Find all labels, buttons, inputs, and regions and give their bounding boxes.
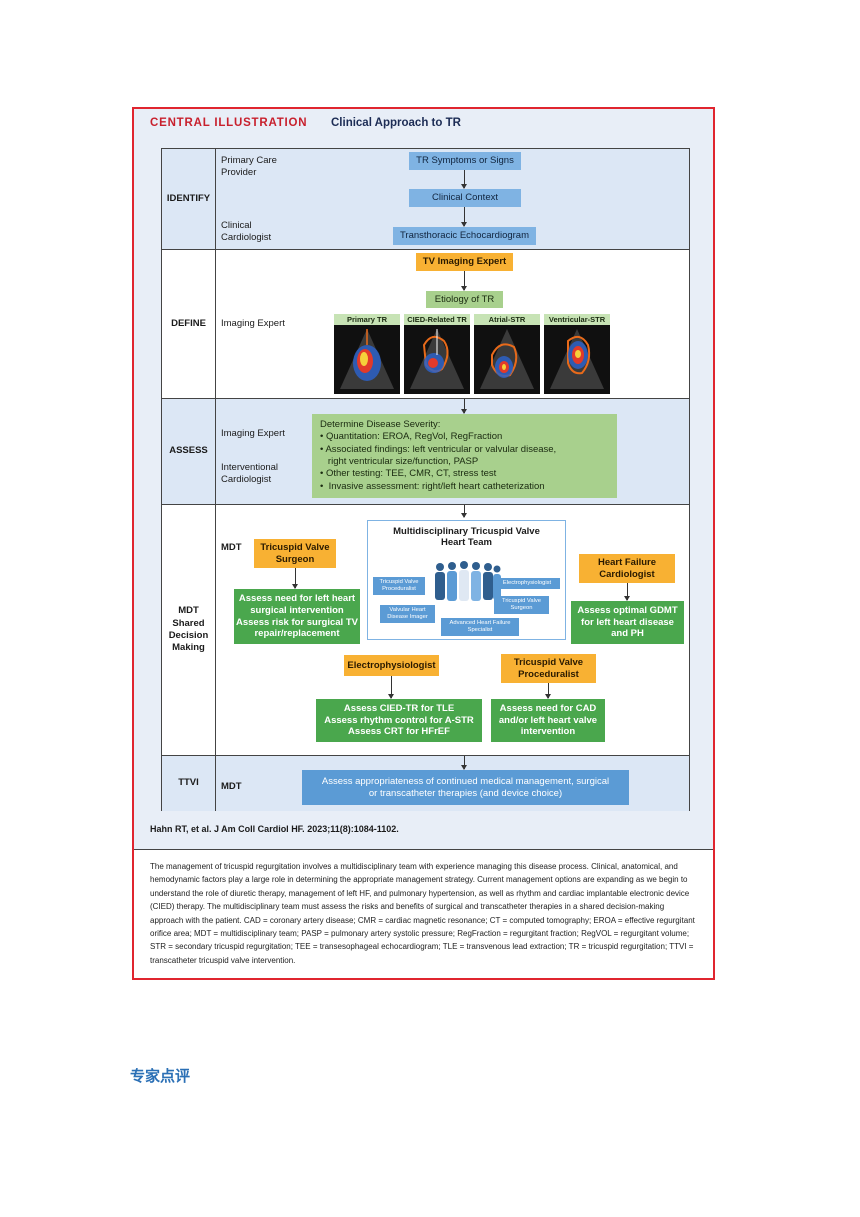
chip-proceduralist: Tricuspid Valve Proceduralist [373,577,425,595]
identify-label: IDENTIFY [162,149,216,249]
flow-diagram: IDENTIFY Primary Care Provider Clinical … [161,148,690,811]
echo-image-ventricular [544,325,610,394]
define-label: DEFINE [162,250,216,398]
tte-box: Transthoracic Echocardiogram [393,227,536,245]
ttvi-label: TTVI [162,756,216,811]
tv-surgeon-box: Tricuspid Valve Surgeon [254,539,336,568]
echo-label-cied: CIED-Related TR [404,314,470,325]
arrow [292,568,298,589]
severity-line-3: • Associated findings: left ventricular … [320,443,557,455]
heart-team-panel: Multidisciplinary Tricuspid Valve Heart … [367,520,566,640]
mdt-role: MDT [221,542,242,553]
interventional-cardiologist-role: Interventional Cardiologist [221,462,279,485]
mdt-row: MDT Shared Decision Making MDT Tricuspid… [162,505,689,756]
hf-cardiologist-box: Heart Failure Cardiologist [579,554,675,583]
surgeon-action-box: Assess need for left heart surgical inte… [234,589,360,644]
ep-action-box: Assess CIED-TR for TLE Assess rhythm con… [316,699,482,742]
chip-electrophysiologist: Electrophysiologist [494,578,560,589]
echo-image-cied [404,325,470,394]
central-illustration-frame: CENTRAL ILLUSTRATION Clinical Approach t… [132,107,715,980]
etiology-box: Etiology of TR [426,291,503,308]
assess-row: ASSESS Imaging Expert Interventional Car… [162,399,689,505]
severity-line-4: right ventricular size/function, PASP [320,456,479,468]
chip-imager: Valvular Heart Disease Imager [380,605,435,623]
proceduralist-box: Tricuspid Valve Proceduralist [501,654,596,683]
echo-panel-atrial: Atrial-STR [474,314,540,394]
arrow [461,207,467,227]
arrow [461,271,467,291]
caption-area: The management of tricuspid regurgitatio… [134,849,713,978]
title-bar: CENTRAL ILLUSTRATION Clinical Approach t… [134,109,713,139]
ttvi-box: Assess appropriateness of continued medi… [302,770,629,805]
mdt-label: MDT Shared Decision Making [162,505,216,755]
arrow [624,583,630,601]
disease-severity-box: Determine Disease Severity: • Quantitati… [312,414,617,498]
chip-surgeon: Tricuspid Valve Surgeon [494,596,549,614]
heart-team-title: Multidisciplinary Tricuspid Valve Heart … [393,526,540,549]
assess-label: ASSESS [162,399,216,504]
arrow [461,756,467,770]
tv-imaging-expert-box: TV Imaging Expert [416,253,513,271]
ttvi-row: TTVI MDT Assess appropriateness of conti… [162,756,689,811]
hf-action-box: Assess optimal GDMT for left heart disea… [571,601,684,644]
chip-hf-specialist: Advanced Heart Failure Specialist [441,618,519,636]
arrow [461,399,467,414]
team-people-icon [435,561,501,601]
echo-label-ventricular: Ventricular-STR [544,314,610,325]
echo-label-atrial: Atrial-STR [474,314,540,325]
primary-care-role: Primary Care Provider [221,155,277,178]
severity-line-5: • Other testing: TEE, CMR, CT, stress te… [320,468,497,480]
ep-box: Electrophysiologist [344,655,439,676]
echo-image-primary [334,325,400,394]
echo-label-primary: Primary TR [334,314,400,325]
severity-line-6: • Invasive assessment: right/left heart … [320,480,545,492]
define-row: DEFINE Imaging Expert TV Imaging Expert … [162,250,689,399]
tr-symptoms-box: TR Symptoms or Signs [409,152,521,170]
illustration-title: Clinical Approach to TR [331,117,461,129]
identify-row: IDENTIFY Primary Care Provider Clinical … [162,149,689,250]
echo-image-atrial [474,325,540,394]
echo-panel-ventricular: Ventricular-STR [544,314,610,394]
clinical-cardiologist-role: Clinical Cardiologist [221,220,272,243]
echo-panel-primary: Primary TR [334,314,400,394]
imaging-expert-role-2: Imaging Expert [221,428,285,439]
citation: Hahn RT, et al. J Am Coll Cardiol HF. 20… [150,824,399,834]
echo-panels: Primary TR CIED-Related TR [334,314,610,394]
arrow [388,676,394,699]
illustration-label: CENTRAL ILLUSTRATION [150,117,308,129]
echo-panel-cied: CIED-Related TR [404,314,470,394]
arrow [461,170,467,189]
severity-line-2: • Quantitation: EROA, RegVol, RegFractio… [320,431,503,443]
imaging-expert-role: Imaging Expert [221,318,285,329]
ttvi-mdt-role: MDT [221,781,242,792]
expert-comment-heading: 专家点评 [130,1067,191,1085]
severity-line-1: Determine Disease Severity: [320,419,441,430]
clinical-context-box: Clinical Context [409,189,521,207]
arrow [461,505,467,518]
proc-action-box: Assess need for CAD and/or left heart va… [491,699,605,742]
caption-text: The management of tricuspid regurgitatio… [150,862,695,965]
arrow [545,683,551,699]
